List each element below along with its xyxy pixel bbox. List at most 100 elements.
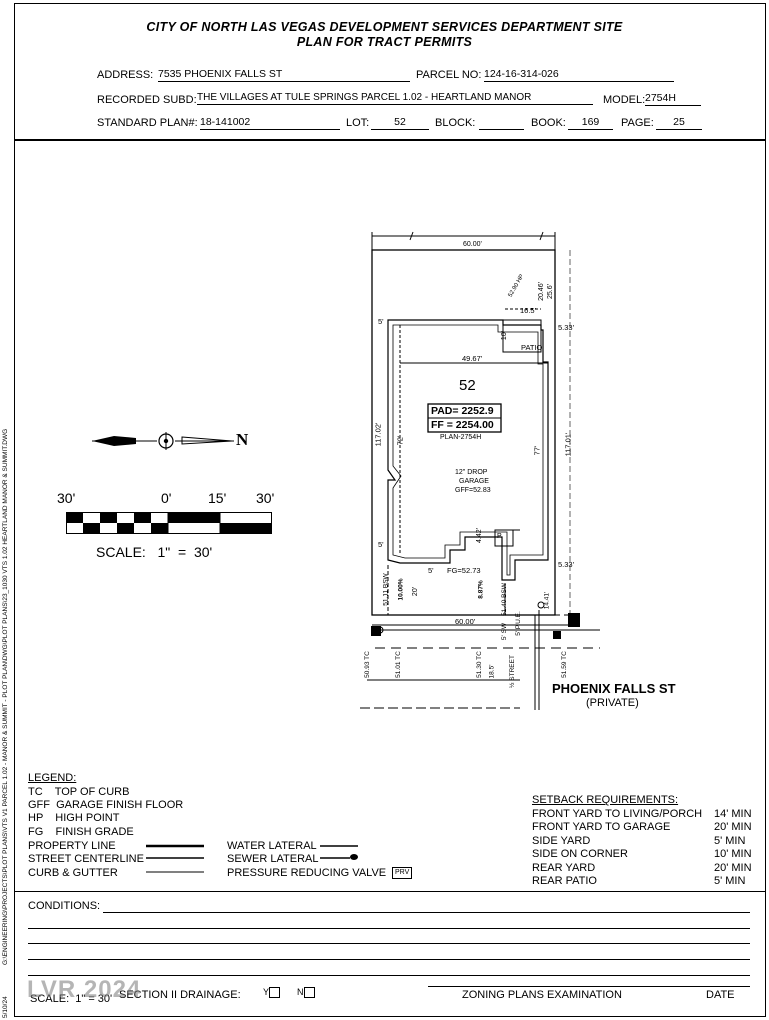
lot-value: 52 xyxy=(371,116,429,130)
side-date: 5/10/24 xyxy=(2,996,9,1018)
dim-left: 117.02' xyxy=(373,422,383,447)
zoning-rule xyxy=(428,986,750,987)
subd-label: RECORDED SUBD: xyxy=(97,94,197,106)
subd-value: THE VILLAGES AT TULE SPRINGS PARCEL 1.02… xyxy=(197,91,593,105)
dim-256: 25.6' xyxy=(546,284,554,299)
setback-row-value: 10' MIN xyxy=(714,848,752,860)
tc-2: 51.01 TC xyxy=(394,651,402,678)
body-frame xyxy=(14,140,766,1017)
scale-text: SCALE: 1" = 30' xyxy=(96,544,213,560)
setback-row-value: 5' MIN xyxy=(714,835,746,847)
drainage-yes-checkbox[interactable] xyxy=(269,987,281,999)
block-value xyxy=(479,116,524,130)
garage-line-3: GFF=52.83 xyxy=(455,487,491,494)
setback-row-label: REAR YARD xyxy=(532,862,596,874)
dim-185: 18.5' xyxy=(488,664,496,679)
dim-right-77: 77' xyxy=(532,445,542,456)
legend-prv: PRESSURE REDUCING VALVE xyxy=(227,867,387,879)
legend-hp: HP HIGH POINT xyxy=(28,812,120,824)
setback-row-label: FRONT YARD TO GARAGE xyxy=(532,821,671,833)
legend-fg: FG FINISH GRADE xyxy=(28,826,134,838)
scale-bar xyxy=(66,512,272,534)
dim-20: 20' xyxy=(412,586,420,597)
pct-2: 8.87% xyxy=(477,580,485,599)
scale-label-15: 15' xyxy=(208,490,227,506)
block-label: BLOCK: xyxy=(435,117,476,129)
dim-10: 10' xyxy=(501,330,509,341)
title-line-2: PLAN FOR TRACT PERMITS xyxy=(296,35,473,49)
street-centerline-label: ½ STREET xyxy=(508,655,516,688)
legend-line-samples-left xyxy=(146,844,204,873)
setback-row-label: REAR PATIO xyxy=(532,875,597,887)
setback-row-label: SIDE YARD xyxy=(532,835,591,847)
garage-line-1: 12" DROP xyxy=(455,469,488,476)
scale-label-30-left: 30' xyxy=(57,490,76,506)
dim-set-5-bl: 5' xyxy=(378,540,384,549)
lot-label: LOT: xyxy=(346,117,370,129)
conditions-line xyxy=(28,943,750,944)
legend-street-centerline: STREET CENTERLINE xyxy=(28,853,144,865)
plan-name: PLAN-2754H xyxy=(440,434,482,441)
garage-line-2: GARAGE xyxy=(459,478,489,485)
plot-plan-drawing xyxy=(360,231,600,710)
sw-label: 5' SW xyxy=(501,622,509,641)
footer-drainage: SECTION II DRAINAGE: xyxy=(119,989,241,1001)
book-value: 169 xyxy=(568,116,613,130)
date-label: DATE xyxy=(706,989,735,1001)
conditions-line xyxy=(103,912,750,913)
drainage-no-label: N xyxy=(297,987,304,997)
dim-top: 60.00' xyxy=(463,241,482,248)
legend-water-lateral: WATER LATERAL xyxy=(227,840,317,852)
dim-left-72: 72' xyxy=(395,435,405,446)
address-value: 7535 PHOENIX FALLS ST xyxy=(158,68,410,82)
legend-sewer-lateral: SEWER LATERAL xyxy=(227,853,319,865)
drainage-yes-label: Y xyxy=(263,987,270,997)
street-private: (PRIVATE) xyxy=(586,697,639,709)
setback-row-value: 14' MIN xyxy=(714,808,752,820)
dim-442: 4.42' xyxy=(475,528,483,543)
north-arrow-icon xyxy=(92,432,234,450)
pad-elevation: PAD= 2252.9 xyxy=(431,405,494,417)
tc-1: 50.93 TC xyxy=(363,651,371,678)
setback-row-value: 20' MIN xyxy=(714,821,752,833)
setback-row-value: 5' MIN xyxy=(714,875,746,887)
drainage-yes: Y xyxy=(263,987,281,999)
prv-box: PRV xyxy=(392,867,413,879)
legend-title: LEGEND: xyxy=(28,772,77,784)
conditions-line xyxy=(28,928,750,929)
parcel-value: 124-16-314-026 xyxy=(484,68,674,82)
dim-1441: 14.41' xyxy=(543,591,551,610)
setback-row-value: 20' MIN xyxy=(714,862,752,874)
bsw-2: 51.40 BSW xyxy=(500,583,508,616)
side-file-path: G:\ENGINEERING\PROJECTS\PLOT PLANS\VTS V… xyxy=(2,428,9,965)
page-value: 25 xyxy=(656,116,702,130)
conditions-line xyxy=(28,959,750,960)
dim-set-533-b: 5.33' xyxy=(558,560,575,569)
plan-value: 18-141002 xyxy=(200,116,340,130)
parcel-label: PARCEL NO: xyxy=(416,69,482,81)
plan-label: STANDARD PLAN#: xyxy=(97,117,198,129)
model-label: MODEL: xyxy=(603,94,646,106)
legend-gff: GFF GARAGE FINISH FLOOR xyxy=(28,799,184,811)
page-label: PAGE: xyxy=(621,117,654,129)
p-label: P. xyxy=(497,533,503,540)
setback-row-label: FRONT YARD TO LIVING/PORCH xyxy=(532,808,703,820)
lot-number: 52 xyxy=(459,377,476,394)
pct-1: 10.00% xyxy=(397,578,405,601)
setback-title: SETBACK REQUIREMENTS: xyxy=(532,794,679,806)
model-value: 2754H xyxy=(645,92,701,106)
book-label: BOOK: xyxy=(531,117,566,129)
conditions-top-rule xyxy=(14,891,766,892)
dim-patio-width: 16.5' xyxy=(520,306,537,315)
bsw-1: 51.11 BSW xyxy=(382,573,390,606)
street-name: PHOENIX FALLS ST xyxy=(552,681,676,696)
conditions-label: CONDITIONS: xyxy=(28,900,101,912)
patio-label: PATIO xyxy=(521,343,543,352)
scale-label-30-right: 30' xyxy=(256,490,275,506)
drainage-no-checkbox[interactable] xyxy=(303,987,315,999)
dim-bottom: 60.00' xyxy=(455,617,476,626)
dim-house-width: 49.67' xyxy=(462,354,483,363)
tc-4: 51.59 TC xyxy=(560,651,568,678)
dim-right: 117.01' xyxy=(563,432,573,457)
north-label: N xyxy=(236,430,249,449)
